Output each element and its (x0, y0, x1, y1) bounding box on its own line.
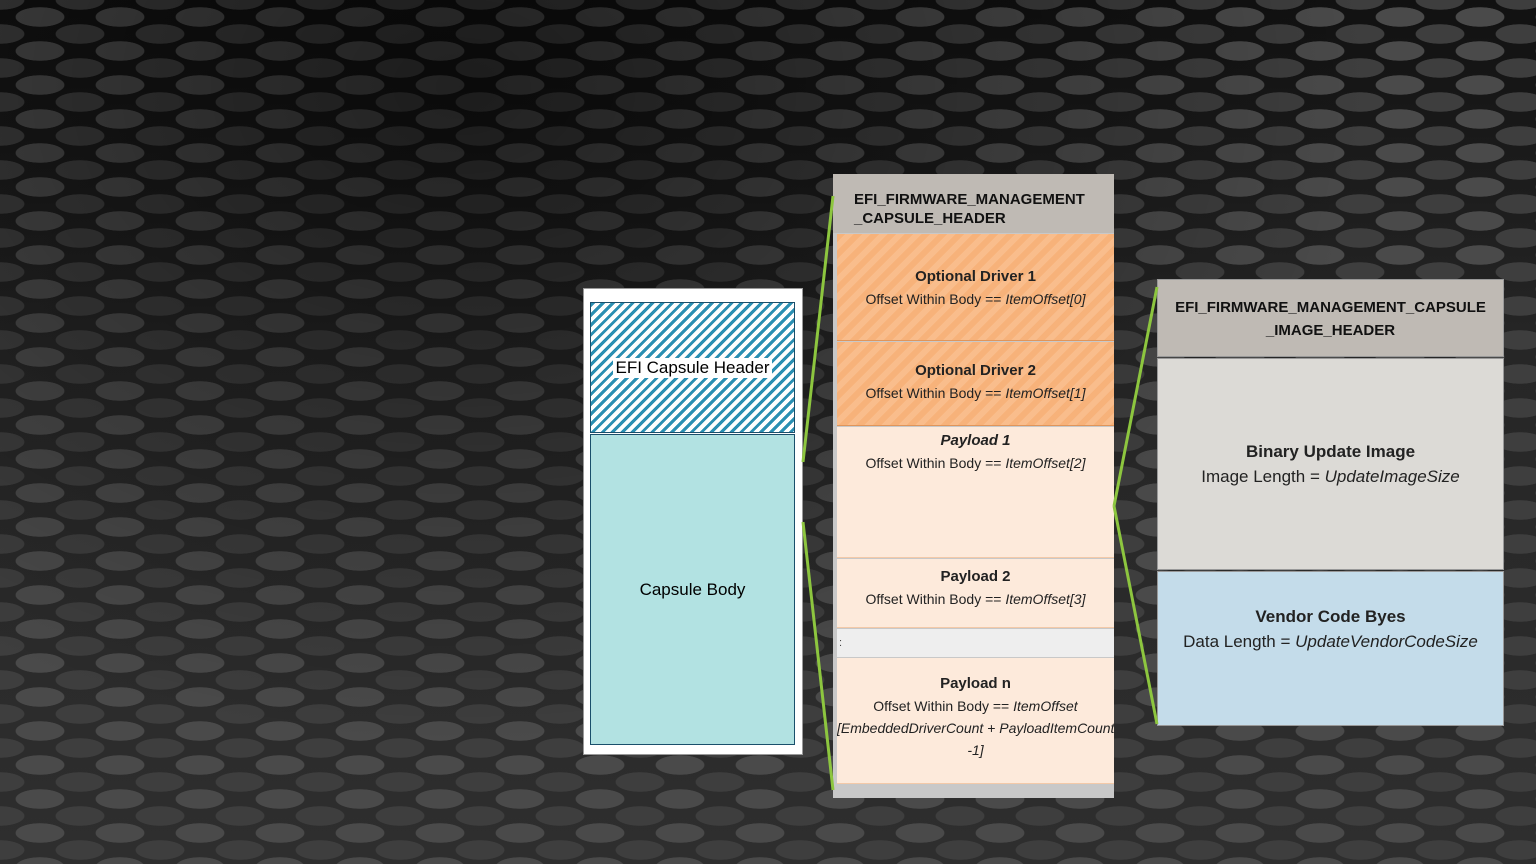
offset-value: ItemOffset[1] (1005, 385, 1086, 401)
offset-prefix: Offset Within Body == (865, 291, 1006, 307)
fmp-header-line1: EFI_FIRMWARE_MANAGEMENT (854, 191, 1085, 208)
capsule-body-block: Capsule Body (590, 434, 795, 745)
gap-marker: : (839, 637, 843, 649)
offset-prefix: Offset Within Body == (865, 591, 1006, 607)
item-title: Payload 1 (940, 432, 1011, 449)
vendor-length: Data Length = UpdateVendorCodeSize (1158, 629, 1503, 654)
vendor-title: Vendor Code Byes (1255, 607, 1406, 626)
offset-value: ItemOffset[0] (1005, 291, 1086, 307)
efi-capsule-header-block: EFI Capsule Header (590, 302, 795, 433)
capsule-body-label: Capsule Body (639, 579, 746, 599)
vendor-length-value: UpdateVendorCodeSize (1295, 632, 1478, 651)
fmp-capsule-header: EFI_FIRMWARE_MANAGEMENT _CAPSULE_HEADER (833, 174, 1114, 233)
binary-update-image-block: Binary Update Image Image Length = Updat… (1157, 358, 1504, 570)
item-offset: Offset Within Body == ItemOffset[3] (837, 588, 1114, 611)
fmp-header-line2: _CAPSULE_HEADER (854, 210, 1006, 227)
offset-formula-end: -1] (967, 742, 984, 758)
binary-length-value: UpdateImageSize (1324, 467, 1460, 486)
item-title: Optional Driver 2 (915, 362, 1036, 379)
offset-prefix: Offset Within Body == (865, 455, 1006, 471)
offset-prefix: Offset Within Body == (873, 698, 1014, 714)
item-offset: Offset Within Body == ItemOffset (837, 695, 1114, 717)
payload-n-block: Payload n Offset Within Body == ItemOffs… (837, 658, 1114, 784)
item-title: Payload n (940, 675, 1011, 692)
item-title: Optional Driver 1 (915, 268, 1036, 285)
offset-prefix: Offset Within Body == (865, 385, 1006, 401)
image-header-line1: EFI_FIRMWARE_MANAGEMENT_CAPSULE (1175, 299, 1486, 316)
image-header-block: EFI_FIRMWARE_MANAGEMENT_CAPSULE _IMAGE_H… (1157, 279, 1504, 357)
efi-capsule-header-label: EFI Capsule Header (613, 357, 772, 378)
optional-driver-2-block: Optional Driver 2 Offset Within Body == … (837, 342, 1114, 426)
offset-value: ItemOffset (1013, 698, 1078, 714)
item-offset: Offset Within Body == ItemOffset[1] (837, 382, 1114, 405)
binary-title: Binary Update Image (1245, 442, 1416, 461)
vendor-length-prefix: Data Length = (1183, 632, 1296, 651)
vendor-code-block: Vendor Code Byes Data Length = UpdateVen… (1157, 571, 1504, 726)
item-offset: Offset Within Body == ItemOffset[0] (837, 288, 1114, 311)
binary-length: Image Length = UpdateImageSize (1158, 464, 1503, 489)
item-title: Payload 2 (940, 568, 1011, 585)
image-header-line2: _IMAGE_HEADER (1265, 322, 1396, 339)
payload-2-block: Payload 2 Offset Within Body == ItemOffs… (837, 559, 1114, 628)
offset-value: ItemOffset[2] (1005, 455, 1086, 471)
offset-value: ItemOffset[3] (1005, 591, 1086, 607)
ellipsis-gap: : (837, 629, 1114, 657)
item-offset: Offset Within Body == ItemOffset[2] (837, 452, 1114, 475)
optional-driver-1-block: Optional Driver 1 Offset Within Body == … (837, 234, 1114, 341)
binary-length-prefix: Image Length = (1201, 467, 1325, 486)
offset-formula: [EmbeddedDriverCount + PayloadItemCount (837, 720, 1114, 736)
payload-1-block: Payload 1 Offset Within Body == ItemOffs… (837, 427, 1114, 558)
